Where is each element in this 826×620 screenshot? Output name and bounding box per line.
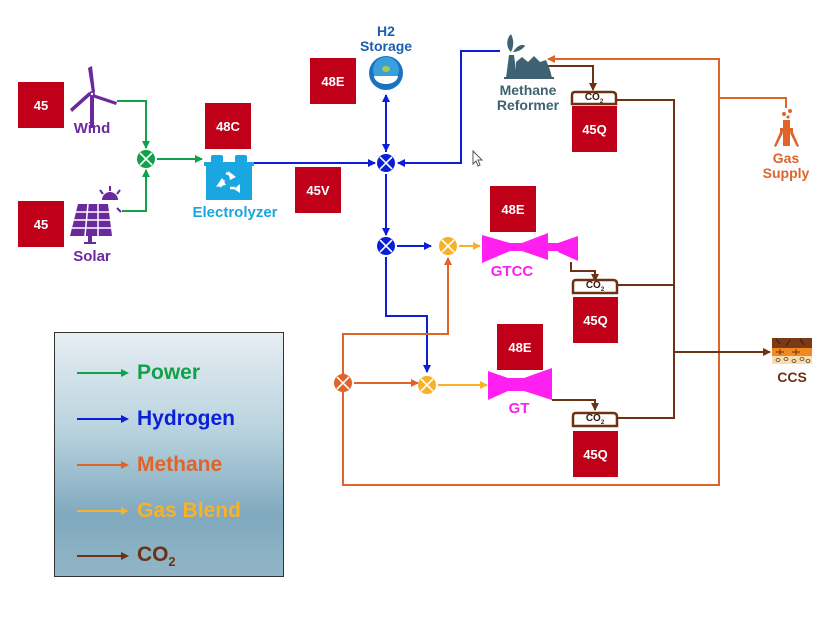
gtcc-label: GTCC: [490, 263, 534, 280]
reformer-to-hub-line: [397, 50, 500, 167]
gt-co2-to-trunk-line: [617, 352, 675, 419]
gt-turbine-icon: [488, 368, 552, 400]
electrolyzer-credit-badge: 48C: [205, 103, 251, 149]
wind-credit-badge: 45: [18, 82, 64, 128]
legend-label-co2: CO2: [137, 543, 176, 570]
methane-mixer: [334, 374, 352, 392]
legend-item-gas-blend: Gas Blend: [77, 499, 241, 523]
co2-flows: [548, 65, 771, 419]
methane-arrow-icon: [77, 461, 129, 469]
gt-credit-badge: 48E: [497, 324, 543, 370]
methane-reformer-icon: [504, 34, 554, 79]
legend-label-gas-blend: Gas Blend: [137, 499, 241, 522]
wind-label: Wind: [73, 120, 111, 137]
reformer-co2-label: CO2: [584, 92, 604, 105]
gtcc-turbine-icon: [482, 233, 578, 263]
reformer-to-co2-line: [548, 65, 597, 91]
gas-blend-flows: [438, 242, 488, 389]
co2-arrow-icon: [77, 552, 129, 561]
h2-storage-label-line2: Storage: [359, 37, 413, 54]
electrolyzer-icon: [204, 155, 254, 200]
legend-item-co2: CO2: [77, 543, 176, 569]
power-arrow-icon: [77, 369, 129, 377]
gt-co2-label: CO2: [585, 413, 605, 426]
legend-item-power: Power: [77, 361, 200, 385]
solar-label: Solar: [73, 248, 111, 265]
gtcc-credit-badge: 48E: [490, 186, 536, 232]
legend-item-methane: Methane: [77, 453, 222, 477]
wind-turbine-icon: [70, 66, 117, 128]
gas-supply-icon: [774, 109, 799, 147]
methane-reformer-label-line2: Reformer: [496, 96, 560, 113]
wind-to-mixer-line: [117, 100, 150, 149]
gt-blend-mixer: [418, 376, 436, 394]
legend-item-hydrogen: Hydrogen: [77, 407, 235, 431]
gas-supply-label-line1: Gas: [772, 150, 800, 166]
power-mixer: [137, 150, 155, 168]
legend-label-methane: Methane: [137, 453, 223, 476]
electrolyzer-label: Electrolyzer: [192, 204, 278, 221]
gas-supply-trunk-line: [339, 98, 720, 486]
methane-mixer-to-gtcc-blend-line: [342, 257, 452, 372]
solar-to-mixer-line: [122, 169, 150, 212]
h2-storage-icon: [369, 56, 403, 90]
gtcc-blend-mixer: [439, 237, 457, 255]
gtcc-co2-label: CO2: [585, 280, 605, 293]
h2-storage-credit-badge: 48E: [310, 58, 356, 104]
hydrogen-split-mixer: [377, 237, 395, 255]
gtcc-to-co2-line: [570, 262, 599, 282]
gt-ccs-credit-badge: 45Q: [573, 431, 618, 477]
h2-storage-label-line1: H2: [377, 23, 395, 39]
mouse-cursor-icon: [472, 150, 484, 167]
solar-credit-badge: 45: [18, 201, 64, 247]
gas-blend-arrow-icon: [77, 507, 129, 515]
gt-to-co2-line: [552, 399, 599, 411]
reformer-ccs-credit-badge: 45Q: [572, 106, 617, 152]
power-flows: [117, 100, 203, 212]
legend-label-power: Power: [137, 361, 201, 384]
gtcc-ccs-credit-badge: 45Q: [573, 297, 618, 343]
gas-supply-label-line2: Supply: [762, 164, 810, 181]
ccs-icon: [772, 338, 812, 364]
hydrogen-45v-credit-badge: 45V: [295, 167, 341, 213]
hydrogen-arrow-icon: [77, 415, 129, 423]
split-to-gt-blend-line: [385, 257, 431, 373]
legend-label-hydrogen: Hydrogen: [137, 407, 236, 430]
gt-co2-capture: [571, 411, 619, 428]
legend: Power Hydrogen Methane Gas Blend CO2: [54, 332, 284, 577]
reformer-co2-to-ccs-line: [616, 99, 675, 352]
solar-panel-icon: [70, 186, 122, 244]
hydrogen-flows: [254, 50, 500, 373]
ccs-label: CCS: [777, 369, 807, 385]
methane-flows: [339, 55, 787, 486]
methane-reformer-label-line1: Methane: [499, 82, 557, 98]
reformer-co2-capture: [570, 90, 618, 106]
gt-label: GT: [508, 400, 530, 417]
hydrogen-hub-mixer: [377, 154, 395, 172]
gtcc-co2-capture: [571, 278, 619, 295]
